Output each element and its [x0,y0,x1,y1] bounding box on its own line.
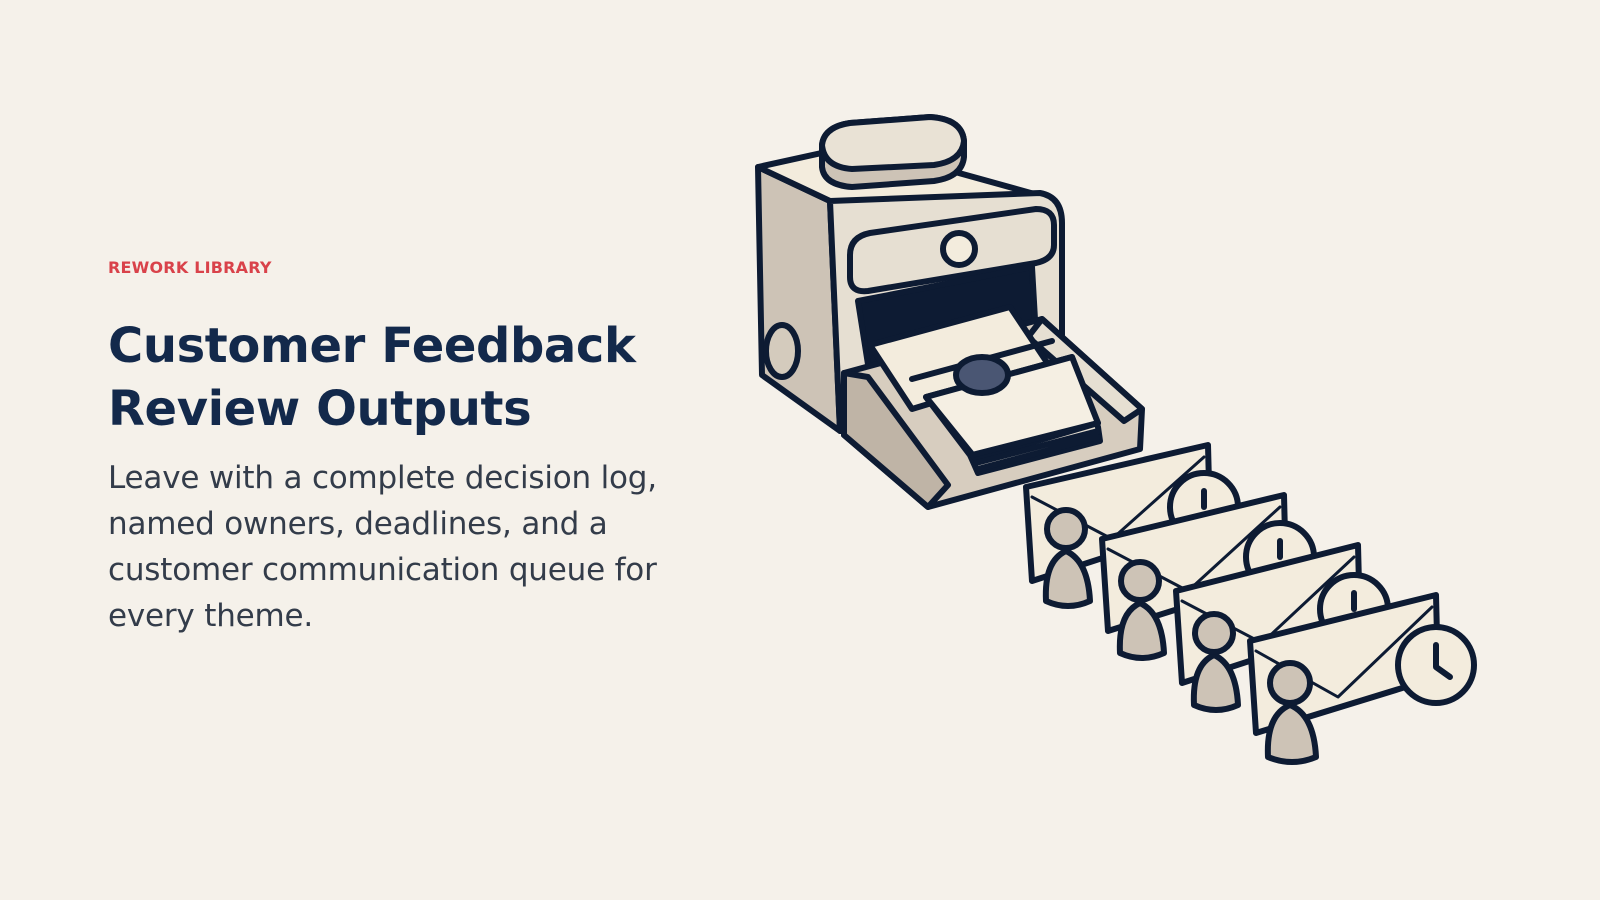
envelope-card-4 [1247,592,1477,765]
person-icon [1116,559,1167,661]
clock-icon [1395,624,1477,706]
output-illustration [755,114,1477,765]
person-icon [1042,507,1093,609]
subtitle: Leave with a complete decision log, name… [108,460,657,634]
envelope-card-1 [1023,442,1241,609]
page-title: Customer Feedback Review Outputs [108,315,708,441]
document-stack-icon [867,304,1103,476]
person-icon [1190,611,1241,713]
title-line-1: Customer Feedback [108,318,636,374]
person-icon [1264,660,1319,765]
printer-icon [755,114,1145,510]
text-block: REWORK LIBRARY Customer Feedback Review … [108,258,708,639]
title-line-2: Review Outputs [108,381,532,437]
eyebrow-label: REWORK LIBRARY [108,258,272,277]
